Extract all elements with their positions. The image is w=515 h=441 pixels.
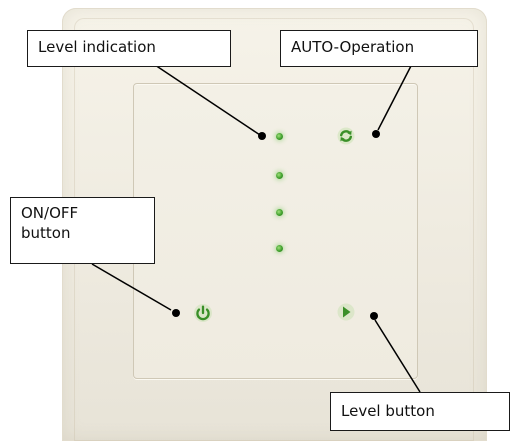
callout-level-indication: Level indication: [27, 30, 231, 67]
level-button[interactable]: [336, 302, 356, 322]
callout-on-off-line1: ON/OFF: [21, 204, 79, 222]
on-off-button[interactable]: [193, 303, 213, 323]
callout-level-button: Level button: [330, 392, 510, 431]
callout-on-off-line2: button: [21, 224, 71, 242]
callout-auto-operation-text: AUTO-Operation: [291, 38, 415, 56]
level-led-4: [276, 245, 283, 252]
callout-on-off-button: ON/OFF button: [10, 197, 155, 264]
play-triangle-icon: [337, 303, 355, 321]
control-panel: [133, 83, 418, 379]
callout-level-button-text: Level button: [341, 402, 435, 420]
auto-cycle-icon: [337, 127, 355, 145]
level-led-3: [276, 209, 283, 216]
callout-auto-operation: AUTO-Operation: [280, 30, 478, 67]
level-led-2: [276, 172, 283, 179]
auto-operation-button[interactable]: [336, 126, 356, 146]
level-led-1: [276, 133, 283, 140]
callout-level-indication-text: Level indication: [38, 38, 156, 56]
power-icon: [194, 304, 212, 322]
